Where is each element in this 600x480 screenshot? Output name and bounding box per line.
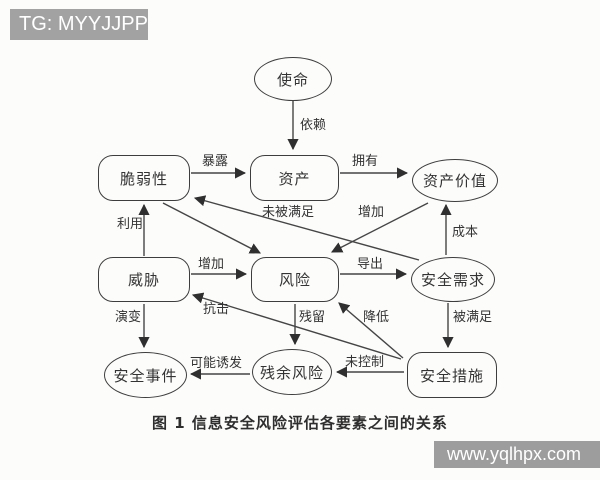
edge-label-expose: 暴露	[202, 154, 229, 169]
edge-label-increase-by-threat: 增加	[198, 257, 225, 272]
node-mission: 使命	[254, 57, 332, 101]
node-asset: 资产	[250, 155, 339, 201]
node-security-event: 安全事件	[104, 352, 187, 398]
edge-label-own: 拥有	[352, 154, 379, 169]
node-threat-label: 威胁	[127, 271, 160, 289]
node-security-requirement: 安全需求	[411, 257, 495, 302]
edge-label-combat: 抗击	[203, 302, 230, 317]
node-asset-value: 资产价值	[412, 159, 498, 202]
node-risk: 风险	[251, 257, 339, 302]
node-risk-label: 风险	[278, 271, 311, 289]
edge-label-residue: 残留	[299, 310, 326, 325]
edge-label-uncontrolled: 未控制	[345, 355, 385, 370]
edge-line-combat	[191, 292, 402, 360]
edge-label-unsatisfied: 未被满足	[262, 205, 315, 220]
edge-line-unsatisfied	[193, 195, 420, 261]
node-residual-risk: 残余风险	[252, 349, 332, 395]
figure-caption: 图 1 信息安全风险评估各要素之间的关系	[152, 414, 448, 432]
node-vulnerability-label: 脆弱性	[119, 169, 168, 188]
edge-label-derive: 导出	[357, 257, 384, 272]
node-security-requirement-label: 安全需求	[420, 271, 485, 289]
watermark-top: TG: MYYJJPP	[10, 9, 148, 40]
node-residual-risk-label: 残余风险	[259, 363, 324, 382]
edge-label-satisfied: 被满足	[453, 310, 493, 325]
node-asset-value-label: 资产价值	[422, 172, 487, 190]
edge-line-increase-by-vulnerability	[162, 202, 261, 254]
edge-label-depend: 依赖	[300, 118, 327, 133]
edge-line-increase-by-asset-value	[331, 202, 429, 253]
node-security-measure: 安全措施	[407, 352, 497, 398]
edge-label-may-induce: 可能诱发	[190, 356, 243, 371]
node-security-event-label: 安全事件	[113, 366, 178, 385]
edge-label-evolve: 演变	[115, 310, 142, 325]
edge-label-cost: 成本	[452, 225, 479, 240]
edge-line-reduce	[338, 302, 404, 359]
edge-label-reduce: 降低	[363, 310, 390, 325]
node-asset-label: 资产	[278, 169, 311, 188]
watermark-bottom: www.yqlhpx.com	[434, 441, 600, 468]
node-security-measure-label: 安全措施	[419, 366, 484, 385]
node-mission-label: 使命	[276, 70, 309, 89]
node-threat: 威胁	[98, 257, 190, 302]
edge-label-exploit: 利用	[117, 217, 144, 232]
edge-label-increase-by-asset-value: 增加	[358, 205, 385, 220]
node-vulnerability: 脆弱性	[98, 155, 190, 201]
